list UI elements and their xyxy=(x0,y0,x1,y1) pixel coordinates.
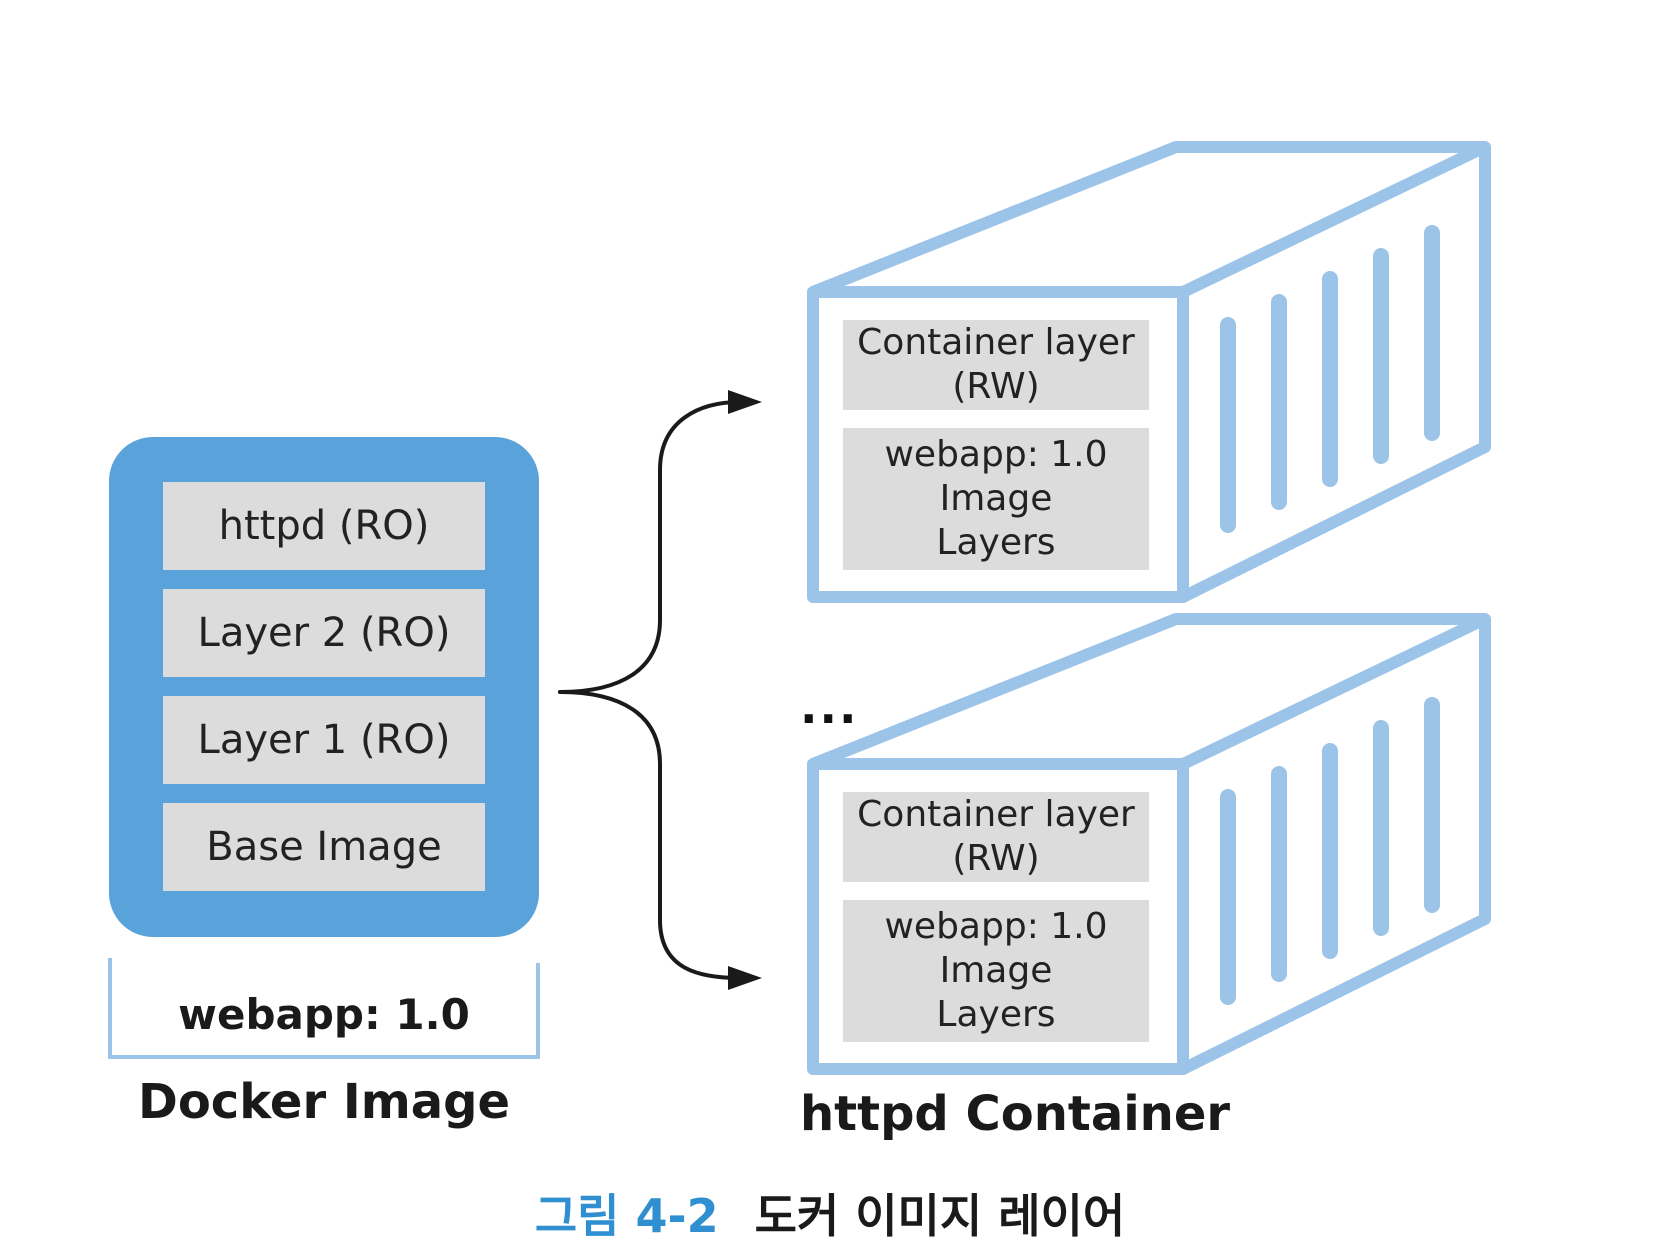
container-2-rw-line-1: Container layer xyxy=(857,794,1135,835)
httpd-container-label: httpd Container xyxy=(800,1086,1231,1142)
container-2-image-layers: webapp: 1.0 Image Layers xyxy=(843,900,1149,1042)
docker-image-box: httpd (RO) Layer 2 (RO) Layer 1 (RO) Bas… xyxy=(109,437,539,937)
container-1-image-line-1: webapp: 1.0 xyxy=(884,434,1108,475)
container-2-rw-layer: Container layer (RW) xyxy=(843,792,1149,882)
figure-caption: 그림 4-2 도커 이미지 레이어 xyxy=(0,1180,1660,1246)
container-1-image-line-3: Layers xyxy=(936,522,1056,563)
container-1-rw-line-2: (RW) xyxy=(952,366,1040,407)
layer-base-image: Base Image xyxy=(163,803,485,891)
container-1-image-line-2: Image xyxy=(939,478,1053,519)
image-tag-bracket xyxy=(108,958,540,1059)
container-2-shape xyxy=(807,613,1491,1075)
layer-1: Layer 1 (RO) xyxy=(163,696,485,784)
image-tag: webapp: 1.0 xyxy=(178,990,470,1039)
arrowhead-bottom xyxy=(728,966,762,990)
layer-2: Layer 2 (RO) xyxy=(163,589,485,677)
layer-httpd: httpd (RO) xyxy=(163,482,485,570)
docker-image-label: Docker Image xyxy=(137,1074,511,1130)
container-1-rw-line-1: Container layer xyxy=(857,322,1135,363)
figure-number: 그림 4-2 xyxy=(534,1189,719,1243)
container-1-image-layers: webapp: 1.0 Image Layers xyxy=(843,428,1149,570)
container-2-image-line-3: Layers xyxy=(936,994,1056,1035)
container-2-rw-line-2: (RW) xyxy=(952,838,1040,879)
ellipsis: ... xyxy=(800,680,859,734)
container-2-image-line-1: webapp: 1.0 xyxy=(884,906,1108,947)
container-1-ribs xyxy=(1220,225,1440,533)
container-1-shape xyxy=(807,141,1491,603)
container-1-rw-layer: Container layer (RW) xyxy=(843,320,1149,410)
arrowhead-top xyxy=(728,390,762,414)
container-2-ribs xyxy=(1220,697,1440,1005)
figure-title: 도커 이미지 레이어 xyxy=(754,1189,1126,1243)
fork-arrows xyxy=(558,400,742,980)
container-2-image-line-2: Image xyxy=(939,950,1053,991)
